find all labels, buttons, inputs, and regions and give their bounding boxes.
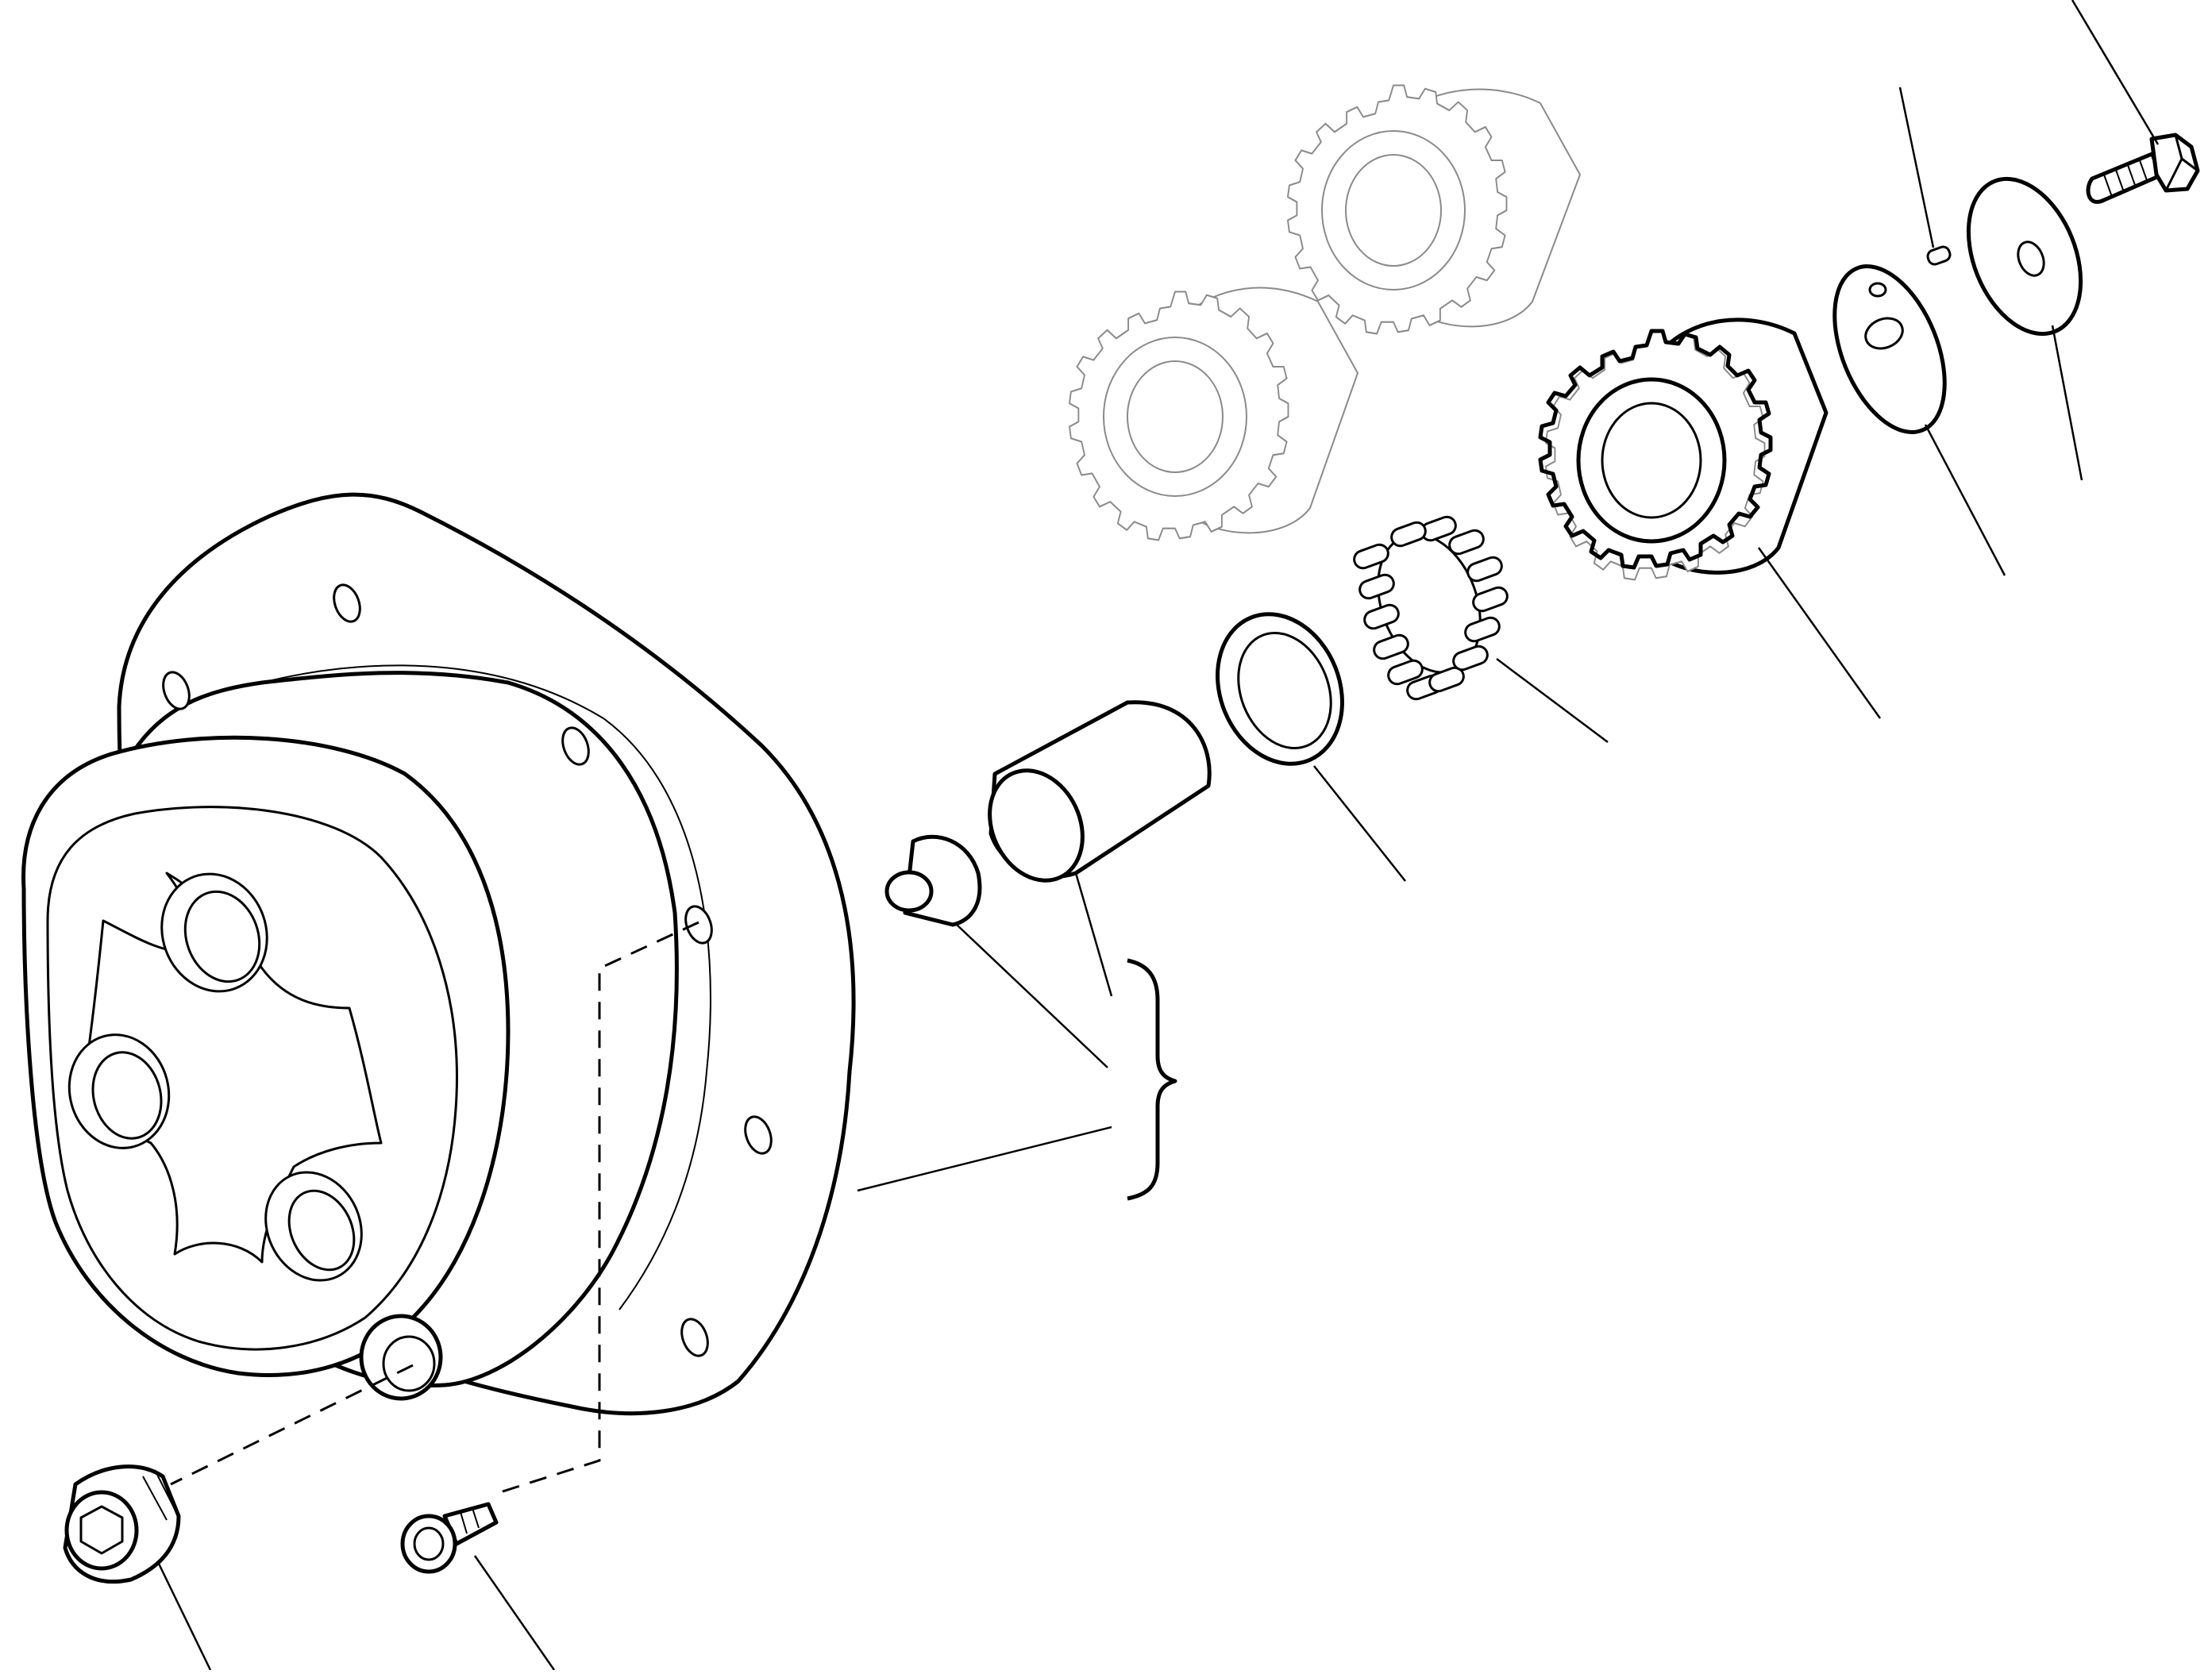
retaining-bolt — [2086, 133, 2200, 204]
planet-pin — [988, 700, 1212, 883]
pin-stop-plug — [884, 834, 982, 927]
dowel-pin — [1926, 245, 1952, 266]
countersunk-screw — [400, 1502, 499, 1574]
drain-port-boss — [359, 1314, 443, 1401]
planet-pin-bore-left — [67, 1033, 171, 1149]
planet-gear — [1538, 317, 1829, 581]
flange-hole — [561, 726, 590, 766]
retaining-washer — [1966, 176, 2083, 337]
leader-lines — [157, 0, 2160, 1671]
drain-plug — [63, 1464, 181, 1584]
planet-gear-hub — [1576, 377, 1727, 544]
planet-pin-end — [988, 768, 1085, 883]
planet-gear-faded-upper — [1286, 84, 1581, 335]
hex-socket-icon — [79, 1505, 124, 1555]
group-brace — [1127, 958, 1177, 1201]
pin-stop-head — [884, 870, 934, 913]
housing-edge-line — [261, 664, 711, 1310]
flange-hole — [680, 1318, 709, 1357]
flange-hole — [162, 671, 191, 710]
flange-hole — [333, 583, 361, 623]
thrust-washer — [1216, 612, 1344, 766]
assembly-lines — [170, 921, 699, 1494]
planet-carrier-housing — [21, 492, 856, 1416]
needle-roller-bearing — [1353, 515, 1509, 701]
planet-gear-faded-lower — [1068, 287, 1358, 541]
planet-pin-bore-bottom — [264, 1171, 363, 1282]
planet-pin-bore-top — [160, 872, 268, 993]
housing-front-rim — [46, 806, 458, 1351]
lock-plate — [1832, 264, 1947, 434]
flange-hole — [744, 1115, 773, 1155]
